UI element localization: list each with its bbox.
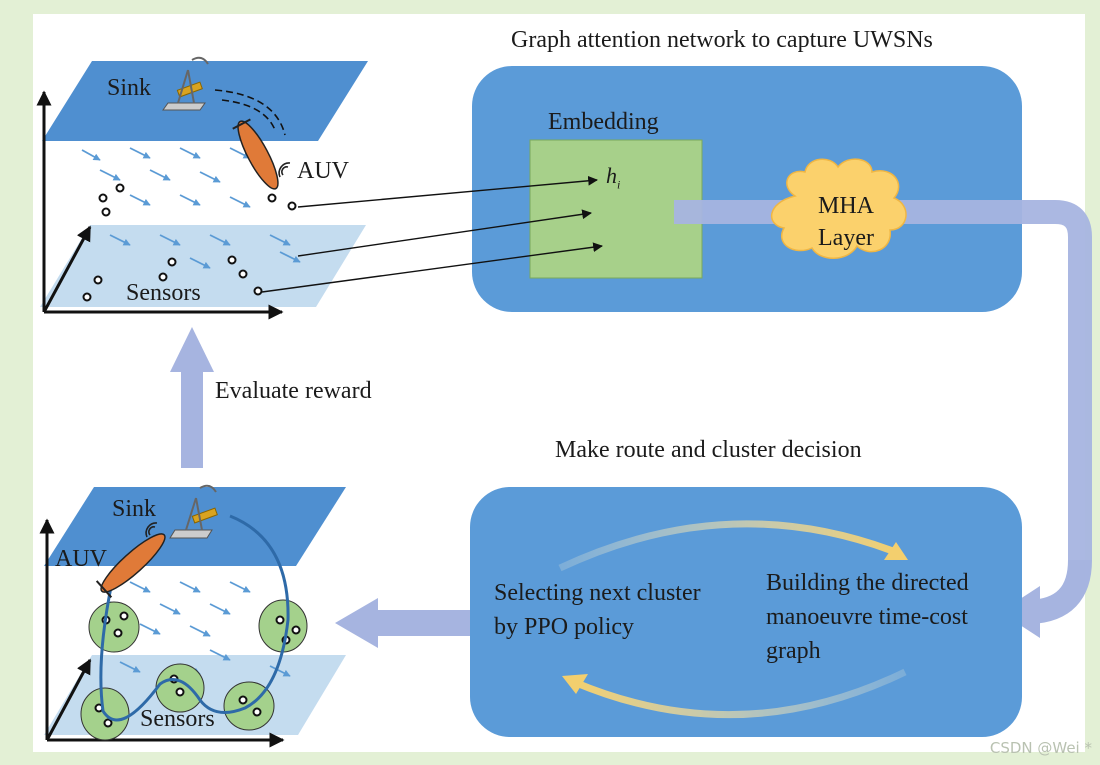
embedding-input-arrows — [261, 175, 603, 293]
decision-to-scene-arrow — [335, 598, 470, 648]
gat-panel — [472, 66, 1092, 560]
select-cluster-line2: by PPO policy — [494, 614, 635, 640]
auv-label: AUV — [297, 158, 349, 184]
auv-trajectory-dashed — [214, 89, 286, 136]
top-left-network-scene — [36, 56, 368, 320]
evaluate-reward-label: Evaluate reward — [215, 378, 372, 404]
build-graph-line2: manoeuvre time-cost — [766, 604, 968, 630]
decision-panel — [470, 487, 1022, 737]
select-cluster-line1: Selecting next cluster — [494, 580, 701, 606]
bottom-left-route-scene — [39, 484, 346, 748]
sensor-nodes — [82, 183, 297, 302]
watermark: CSDN @Wei * — [989, 739, 1092, 757]
sea-surface-plane — [42, 61, 368, 141]
flow-connector-1 — [674, 200, 1092, 560]
gat-title: Graph attention network to capture UWSNs — [511, 27, 933, 53]
mha-cloud — [770, 158, 907, 259]
sink-label: Sink — [107, 75, 152, 101]
node-feature-label: hi — [606, 163, 621, 192]
embedding-box — [529, 139, 703, 279]
sink-label-bottom: Sink — [112, 496, 157, 522]
z-axis — [42, 225, 92, 313]
sink-buoy-icon-bottom — [169, 484, 218, 539]
build-graph-line3: graph — [766, 638, 821, 664]
cycle-arrow-bottom — [572, 668, 907, 719]
mha-label-line1: MHA — [818, 193, 875, 219]
sensors-label: Sensors — [126, 280, 201, 306]
mha-label-line2: Layer — [818, 225, 874, 251]
auv-label-bottom: AUV — [55, 546, 107, 572]
auv-icon — [232, 118, 279, 190]
evaluate-reward-arrow — [170, 327, 214, 468]
auv-icon-bottom — [95, 533, 166, 598]
auv-signal-icon — [278, 162, 291, 178]
auv-route-path — [99, 514, 290, 722]
build-graph-line1: Building the directed — [766, 570, 969, 596]
auv-signal-icon-bottom — [145, 522, 158, 538]
sensors-label-bottom: Sensors — [140, 706, 215, 732]
cycle-arrow-top — [558, 520, 900, 572]
embedding-label: Embedding — [548, 109, 659, 135]
decision-title: Make route and cluster decision — [555, 437, 862, 463]
sink-buoy-icon — [162, 56, 209, 111]
